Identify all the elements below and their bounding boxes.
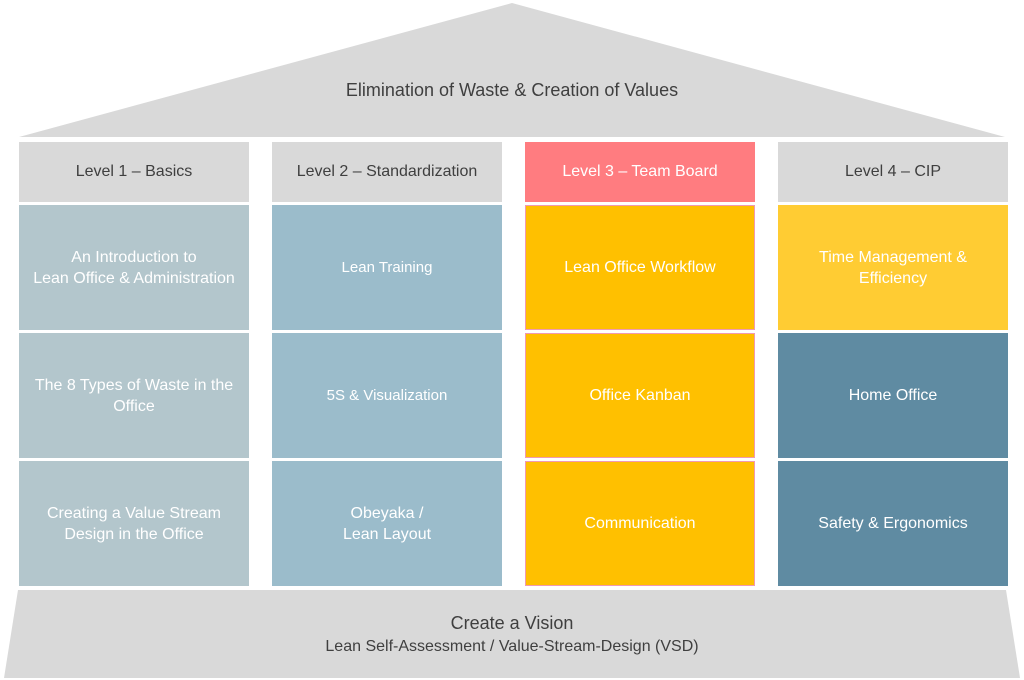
cell-label: An Introduction to Lean Office & Adminis… xyxy=(33,248,235,287)
cell-time-management: Time Management & Efficiency xyxy=(778,205,1008,330)
pillar-level-4: Level 4 – CIP Time Management & Efficien… xyxy=(778,142,1008,586)
cell-communication: Communication xyxy=(525,461,755,586)
roof-shape xyxy=(19,3,1005,137)
cell-label: Safety & Ergonomics xyxy=(818,515,968,532)
pillar-header-level-3: Level 3 – Team Board xyxy=(525,142,755,202)
pillar-header-level-2: Level 2 – Standardization xyxy=(272,142,502,202)
cell-label: Lean Office Workflow xyxy=(564,259,716,276)
foundation-shape xyxy=(4,590,1020,678)
cell-label: Obeyaka / Lean Layout xyxy=(342,504,432,543)
cell-label: Time Management & Efficiency xyxy=(819,248,967,287)
pillar-level-2: Level 2 – Standardization Lean Training … xyxy=(272,142,502,586)
pillar-header-level-1: Level 1 – Basics xyxy=(19,142,249,202)
cell-label: Communication xyxy=(584,515,696,532)
cell-obeyaka-lean-layout: Obeyaka / Lean Layout xyxy=(272,461,502,586)
cell-5s-visualization: 5S & Visualization xyxy=(272,333,502,458)
cell-lean-office-workflow: Lean Office Workflow xyxy=(525,205,755,330)
cell-home-office: Home Office xyxy=(778,333,1008,458)
foundation-title: Create a Vision xyxy=(450,613,574,633)
cell-8-types-waste: The 8 Types of Waste in the Office xyxy=(19,333,249,458)
cell-label: Office Kanban xyxy=(589,387,691,404)
cell-intro-lean-office: An Introduction to Lean Office & Adminis… xyxy=(19,205,249,330)
cell-label: The 8 Types of Waste in the Office xyxy=(34,376,234,415)
pillar-level-1: Level 1 – Basics An Introduction to Lean… xyxy=(19,142,249,586)
cell-label: 5S & Visualization xyxy=(326,387,448,404)
cell-label: Creating a Value Stream Design in the Of… xyxy=(46,504,221,543)
foundation-subtitle: Lean Self-Assessment / Value-Stream-Desi… xyxy=(325,638,699,655)
cell-value-stream-design: Creating a Value Stream Design in the Of… xyxy=(19,461,249,586)
cell-lean-training: Lean Training xyxy=(272,205,502,330)
cell-label: Lean Training xyxy=(341,259,433,276)
cell-label: Home Office xyxy=(848,387,938,404)
pillar-header-level-4: Level 4 – CIP xyxy=(778,142,1008,202)
roof-title: Elimination of Waste & Creation of Value… xyxy=(345,80,679,100)
pillar-level-3: Level 3 – Team Board Lean Office Workflo… xyxy=(525,142,755,586)
cell-safety-ergonomics: Safety & Ergonomics xyxy=(778,461,1008,586)
cell-office-kanban: Office Kanban xyxy=(525,333,755,458)
